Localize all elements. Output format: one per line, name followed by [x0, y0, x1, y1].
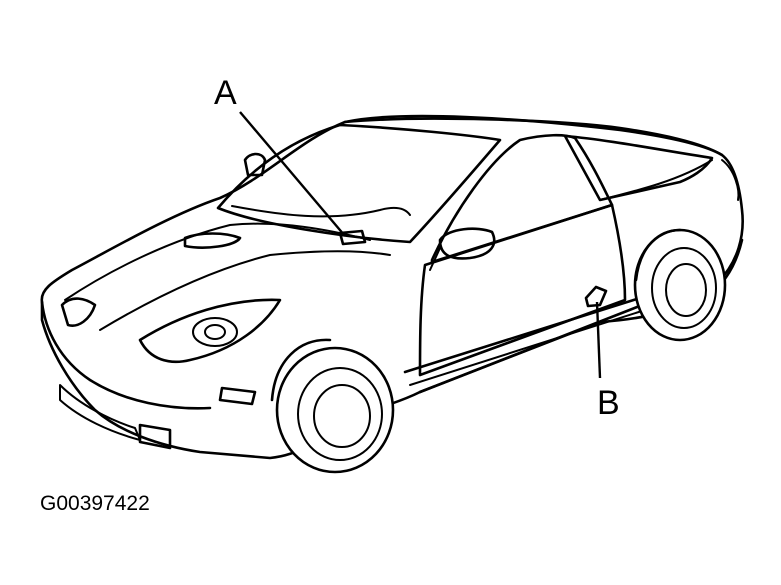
- headlight: [138, 298, 282, 364]
- side-marker: [218, 386, 257, 406]
- component-b-marker: [584, 285, 608, 308]
- windshield: [216, 123, 502, 244]
- rocker-lower: [409, 309, 646, 386]
- front-grille: [60, 297, 97, 327]
- rocker-panel: [403, 296, 657, 394]
- figure-code: G00397422: [40, 492, 150, 515]
- far-mirror: [243, 152, 267, 177]
- car-body-outline: [40, 114, 744, 460]
- rear-wheel: [633, 228, 727, 342]
- rear-quarter-window: [563, 134, 714, 202]
- rear-lamp: [721, 159, 740, 201]
- leader-line-a: [239, 111, 346, 237]
- hood-vent: [183, 232, 242, 249]
- callout-label-b: B: [597, 384, 620, 422]
- door-outline: [418, 203, 627, 377]
- hood-line-left: [64, 222, 371, 301]
- side-window: [430, 133, 614, 264]
- headlight-lamp-inner: [204, 324, 226, 340]
- fog-lamp: [138, 423, 172, 450]
- roof-line: [343, 117, 724, 157]
- hood-line-right: [99, 250, 391, 331]
- front-wheel: [270, 338, 395, 474]
- side-mirror: [438, 227, 496, 260]
- callout-label-a: A: [214, 74, 237, 112]
- component-a-marker: [338, 229, 367, 246]
- rear-window-inner: [599, 159, 713, 201]
- leader-line-b: [595, 301, 602, 379]
- dash-line: [231, 205, 411, 218]
- headlight-lamp: [192, 317, 238, 347]
- front-bumper: [40, 300, 212, 410]
- mirror-stem: [429, 247, 441, 271]
- car-illustration: [40, 114, 744, 474]
